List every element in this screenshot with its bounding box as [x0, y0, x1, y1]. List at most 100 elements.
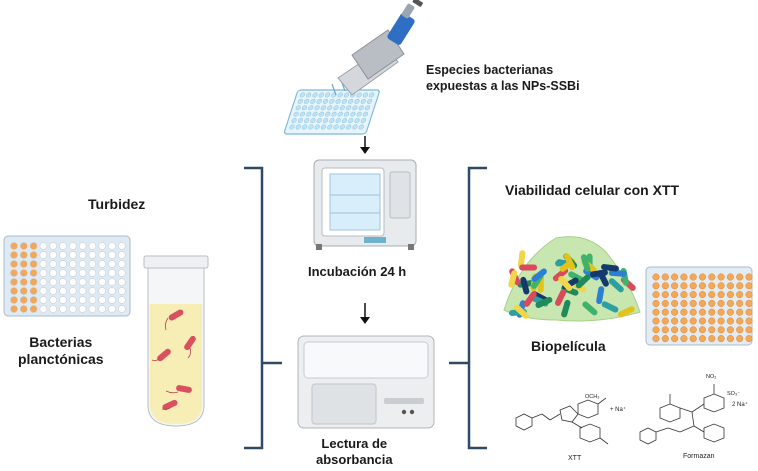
- well: [39, 251, 48, 259]
- well: [333, 105, 339, 111]
- well: [308, 105, 314, 111]
- incubator-icon: [313, 159, 417, 250]
- well: [10, 296, 18, 304]
- well: [78, 269, 87, 277]
- well: [341, 98, 347, 104]
- well: [108, 278, 116, 286]
- well: [29, 287, 38, 295]
- well: [59, 260, 67, 268]
- well: [736, 299, 744, 307]
- well: [689, 335, 697, 343]
- biofilm-bacterium: [596, 286, 605, 305]
- well: [689, 308, 697, 316]
- well: [69, 296, 77, 304]
- well: [736, 282, 744, 290]
- well: [708, 317, 716, 325]
- well: [736, 308, 744, 316]
- well: [708, 291, 716, 299]
- well: [337, 111, 343, 117]
- well: [108, 242, 116, 250]
- well: [118, 296, 126, 304]
- well: [324, 92, 331, 98]
- well: [680, 299, 688, 307]
- well: [49, 296, 57, 304]
- well: [98, 305, 106, 313]
- well: [680, 326, 688, 334]
- well: [335, 98, 341, 104]
- well: [680, 291, 688, 299]
- biofilm-label: Biopelícula: [531, 338, 606, 354]
- well: [69, 260, 77, 268]
- well: [736, 317, 744, 325]
- well: [698, 326, 707, 334]
- well: [346, 124, 352, 130]
- biofilm-bacterium: [520, 276, 530, 295]
- well: [671, 291, 679, 299]
- well: [337, 92, 343, 98]
- incubation-label: Incubación 24 h: [308, 264, 407, 279]
- well: [652, 273, 660, 281]
- well: [59, 287, 67, 295]
- well: [356, 111, 362, 117]
- well: [652, 335, 660, 343]
- well: [20, 269, 28, 277]
- formazan-no2-top: NO₂: [706, 374, 717, 380]
- well: [304, 118, 310, 124]
- well: [10, 287, 18, 295]
- well: [671, 299, 679, 307]
- well: [20, 305, 28, 313]
- well: [717, 273, 725, 281]
- bacteria-icon: [157, 309, 196, 411]
- well: [652, 326, 660, 334]
- well: [59, 278, 67, 286]
- well: [312, 92, 318, 98]
- well: [689, 291, 697, 299]
- well: [680, 317, 688, 325]
- well: [717, 335, 725, 343]
- plate-reader-icon: [297, 335, 435, 429]
- biofilm-bacterium: [517, 250, 526, 269]
- well: [671, 308, 679, 316]
- well: [312, 111, 318, 117]
- well: [88, 287, 97, 295]
- well: [325, 111, 331, 117]
- well: [661, 308, 669, 316]
- well: [297, 98, 303, 104]
- well: [291, 118, 297, 124]
- well: [369, 92, 375, 98]
- well: [352, 105, 358, 111]
- well: [745, 308, 753, 316]
- well: [698, 299, 707, 307]
- biofilm-bacterium: [617, 306, 635, 318]
- well: [671, 317, 679, 325]
- well: [726, 335, 734, 343]
- formazan-charge: 2 Na⁺: [732, 402, 748, 408]
- well: [118, 242, 126, 250]
- biofilm-bacterium: [590, 269, 608, 278]
- well: [652, 299, 660, 307]
- well: [708, 308, 716, 316]
- well: [689, 273, 697, 281]
- well: [689, 326, 697, 334]
- well: [333, 124, 339, 130]
- well: [717, 317, 725, 325]
- well: [745, 335, 753, 343]
- well: [295, 124, 301, 130]
- well: [10, 278, 18, 286]
- well: [39, 269, 48, 277]
- biofilm-icon: [503, 236, 641, 322]
- well: [108, 251, 116, 259]
- arrow-down-2: [360, 303, 370, 324]
- well: [108, 305, 116, 313]
- well: [671, 326, 679, 334]
- well: [745, 326, 753, 334]
- test-tube-icon: [143, 255, 209, 427]
- biofilm-bacterium: [555, 289, 567, 306]
- well: [726, 317, 734, 325]
- well: [736, 335, 744, 343]
- well: [10, 260, 18, 268]
- well: [661, 335, 669, 343]
- well: [29, 260, 38, 268]
- well: [78, 251, 87, 259]
- well: [98, 278, 106, 286]
